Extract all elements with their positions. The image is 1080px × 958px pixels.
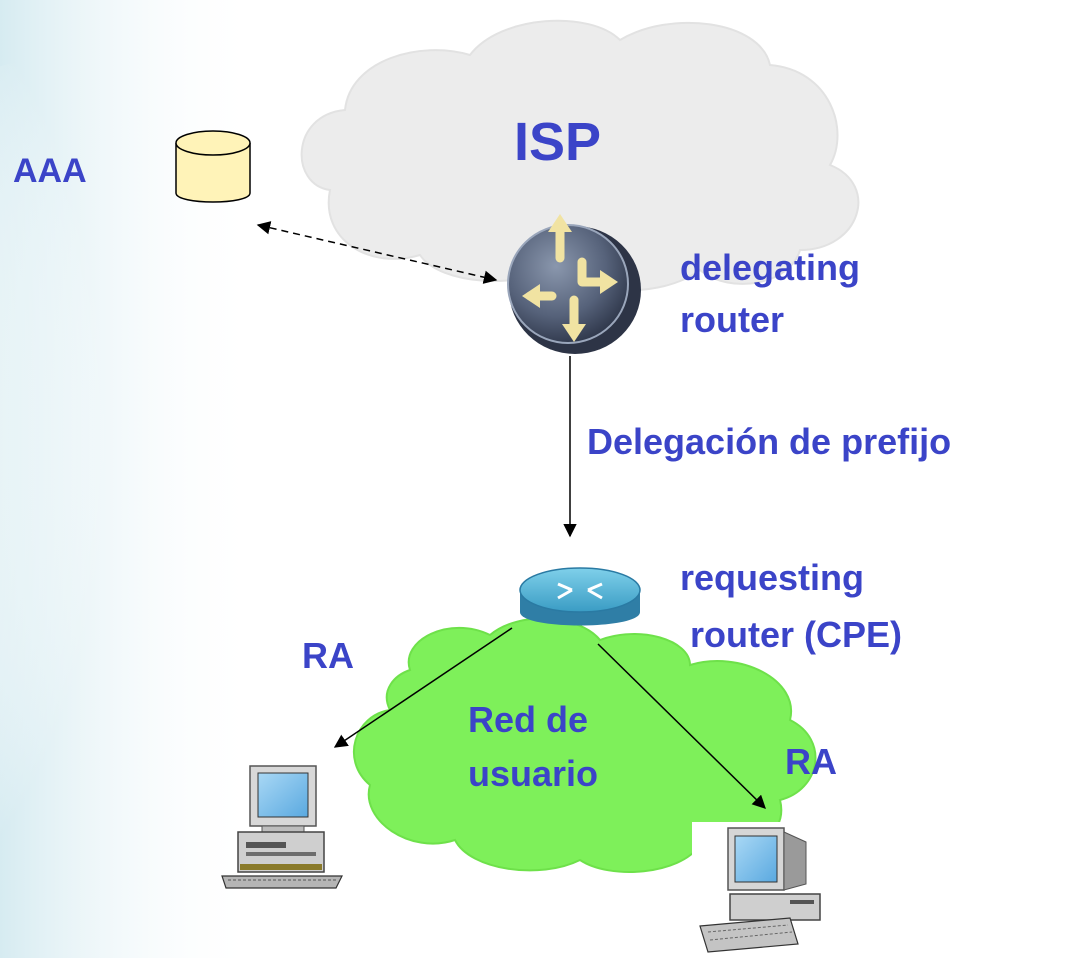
ra-right-label: RA [785,741,837,782]
user-network-label-line2: usuario [468,753,598,794]
delegating-router-label-line1: delegating [680,247,860,288]
aaa-label: AAA [13,152,87,190]
isp-label: ISP [514,112,601,172]
desktop-computer-icon [692,822,824,958]
desktop-computer-icon [221,765,343,889]
ra-left-label: RA [302,635,354,676]
ra-right-arrow [597,643,766,809]
delegating-router-label-line2: router [680,299,784,340]
database-icon [175,130,251,203]
router-icon [519,567,641,626]
ra-left-arrow [333,627,513,748]
prefix-delegation-label: Delegación de prefijo [587,421,951,462]
router-icon [507,214,641,354]
user-network-label-line1: Red de [468,699,588,740]
aaa-link-arrow [256,221,498,284]
background-watermark [0,60,270,900]
requesting-router-label-line1: requesting [680,557,864,598]
requesting-router-label-line2: router (CPE) [690,614,902,655]
